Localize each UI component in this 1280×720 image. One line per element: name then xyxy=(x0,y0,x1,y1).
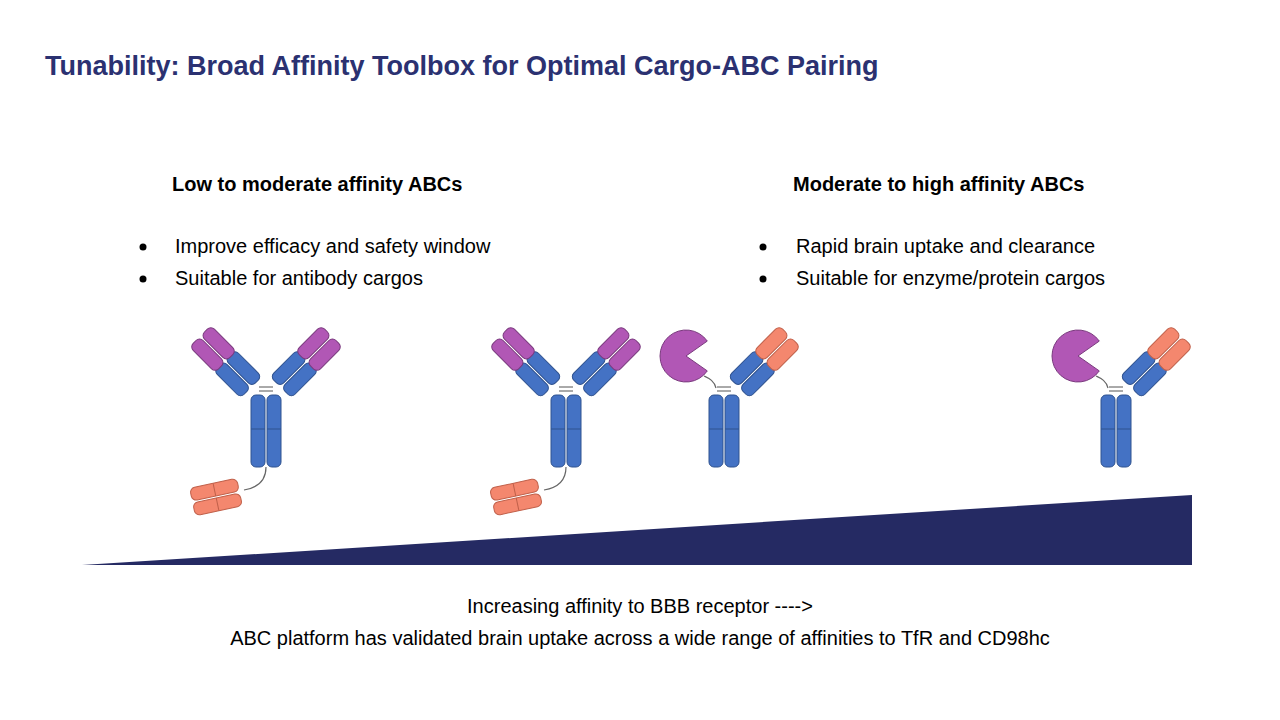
bullet-dot xyxy=(760,244,767,251)
domain-line xyxy=(513,483,516,496)
fc-chain xyxy=(1101,395,1115,467)
column-heading: Moderate to high affinity ABCs xyxy=(793,172,1084,196)
hinge-line xyxy=(717,387,731,388)
domain-line xyxy=(709,429,723,430)
domain-line xyxy=(1101,429,1115,430)
bullet-dot xyxy=(140,244,147,251)
linker xyxy=(544,467,566,490)
fab-arm xyxy=(490,326,562,398)
domain-line xyxy=(551,429,565,430)
chain-variable xyxy=(501,326,536,361)
fab-arm xyxy=(728,326,800,398)
chain-variable xyxy=(1157,337,1192,372)
chain-variable xyxy=(307,337,342,372)
linker xyxy=(704,376,716,388)
hinge-line xyxy=(717,391,731,392)
hinge-line xyxy=(559,391,573,392)
bullet-text: Suitable for enzyme/protein cargos xyxy=(796,266,1105,290)
antibody-tethered-fab xyxy=(190,326,343,516)
linker xyxy=(244,467,266,490)
bullet-text: Improve efficacy and safety window xyxy=(175,234,490,258)
chain-variable xyxy=(765,337,800,372)
chain-variable xyxy=(201,326,236,361)
hinge-line xyxy=(259,387,273,388)
tethered-fab xyxy=(190,478,243,515)
fc-chain xyxy=(567,395,581,467)
fc-chain xyxy=(551,395,565,467)
tethered-chain xyxy=(493,493,543,516)
domain-line xyxy=(1117,429,1131,430)
domain-line xyxy=(725,429,739,430)
hinge-line xyxy=(1109,391,1123,392)
domain-line xyxy=(567,429,581,430)
tethered-fab xyxy=(490,478,543,515)
tethered-chain xyxy=(193,493,243,516)
domain-line xyxy=(251,429,265,430)
footnote: ABC platform has validated brain uptake … xyxy=(230,626,1050,650)
affinity-wedge xyxy=(82,495,1192,565)
fab-arm xyxy=(1120,326,1192,398)
fab-arm xyxy=(570,326,642,398)
antibody-enzyme-fusion xyxy=(660,326,800,467)
chain-variable xyxy=(607,337,642,372)
fc-chain xyxy=(251,395,265,467)
bullet-dot xyxy=(760,276,767,283)
antibody-enzyme-fusion xyxy=(1052,326,1192,467)
axis-label: Increasing affinity to BBB receptor ----… xyxy=(467,594,813,618)
linker xyxy=(1096,376,1108,388)
hinge-line xyxy=(259,391,273,392)
slide-title: Tunability: Broad Affinity Toolbox for O… xyxy=(45,50,878,82)
bullet-dot xyxy=(140,276,147,283)
hinge-line xyxy=(559,387,573,388)
domain-line xyxy=(216,498,219,511)
bullet-text: Rapid brain uptake and clearance xyxy=(796,234,1095,258)
domain-line xyxy=(213,483,216,496)
enzyme-cargo xyxy=(1052,330,1099,382)
domain-line xyxy=(516,498,519,511)
bullet-text: Suitable for antibody cargos xyxy=(175,266,423,290)
antibody-tethered-fab xyxy=(490,326,643,516)
fc-chain xyxy=(725,395,739,467)
domain-line xyxy=(267,429,281,430)
hinge-line xyxy=(1109,387,1123,388)
fc-chain xyxy=(709,395,723,467)
fab-arm xyxy=(190,326,262,398)
fc-chain xyxy=(267,395,281,467)
fab-arm xyxy=(270,326,342,398)
enzyme-cargo xyxy=(660,330,707,382)
fc-chain xyxy=(1117,395,1131,467)
column-heading: Low to moderate affinity ABCs xyxy=(172,172,462,196)
